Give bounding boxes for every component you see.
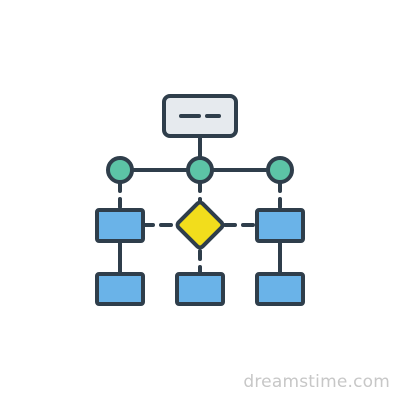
left-process-block xyxy=(95,208,145,243)
right-node-circle xyxy=(266,156,294,184)
right-process-block xyxy=(255,208,305,243)
bottom-left-block xyxy=(95,272,145,306)
watermark-text: dreamstime.com xyxy=(243,372,390,392)
left-node-circle xyxy=(106,156,134,184)
center-node-circle xyxy=(186,156,214,184)
bottom-center-block xyxy=(175,272,225,306)
bottom-right-block xyxy=(255,272,305,306)
decision-diamond xyxy=(175,200,225,250)
